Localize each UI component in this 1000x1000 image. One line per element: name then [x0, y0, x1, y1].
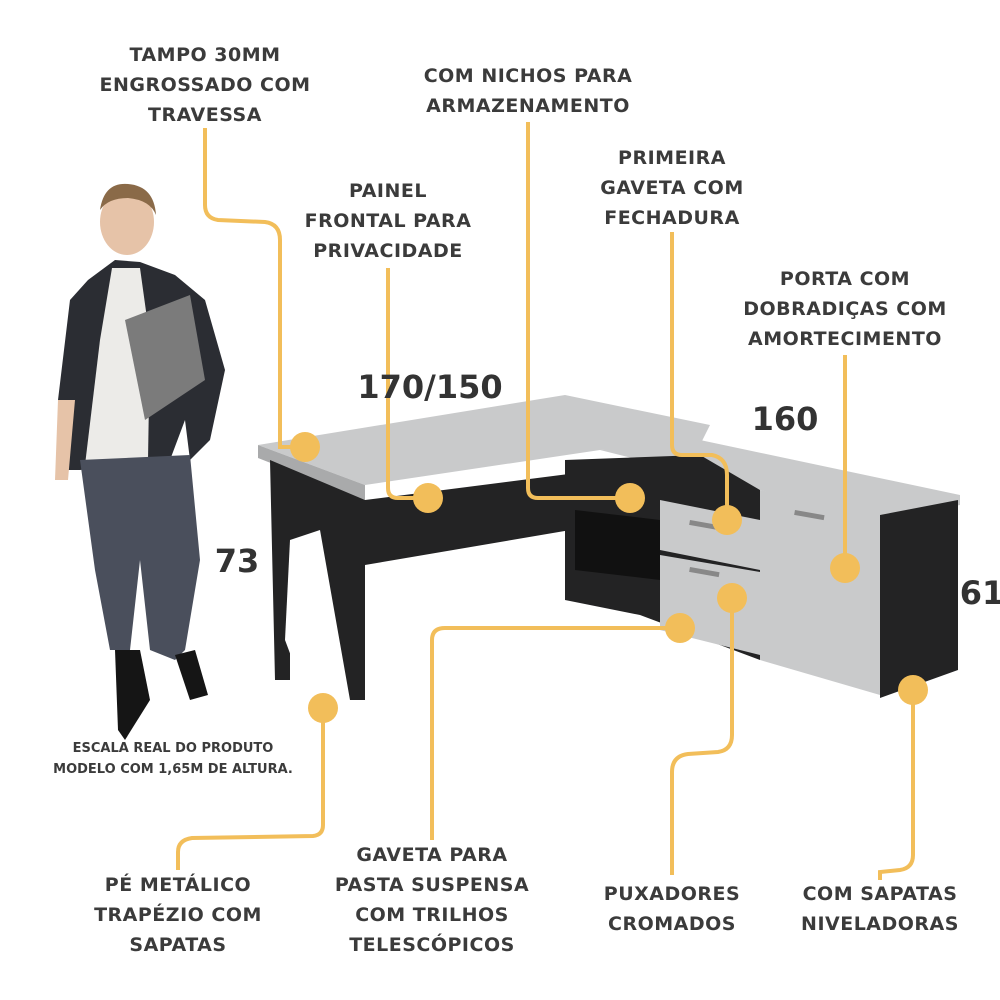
label-porta: PORTA COM DOBRADIÇAS COM AMORTECIMENTO — [743, 264, 947, 354]
dimension-height-cabinet: 61 — [959, 574, 1000, 612]
note-line: ESCALA REAL DO PRODUTO — [72, 741, 274, 756]
label-line: ARMAZENAMENTO — [426, 95, 630, 117]
dimension-height-desk: 73 — [214, 542, 260, 580]
label-gaveta-pasta: GAVETA PARA PASTA SUSPENSA COM TRILHOS T… — [335, 840, 529, 960]
label-line: PORTA COM — [779, 268, 911, 290]
label-tampo: TAMPO 30MM ENGROSSADO COM TRAVESSA — [99, 40, 310, 130]
label-line: COM SAPATAS — [802, 883, 958, 905]
label-line: COM TRILHOS — [355, 904, 509, 926]
label-sapatas: COM SAPATAS NIVELADORAS — [801, 879, 959, 939]
label-line: PASTA SUSPENSA — [334, 874, 530, 896]
label-line: PRIVACIDADE — [313, 240, 463, 262]
label-primeira-gaveta: PRIMEIRA GAVETA COM FECHADURA — [600, 143, 744, 233]
label-line: PRIMEIRA — [618, 147, 726, 169]
label-line: PUXADORES — [603, 883, 741, 905]
label-line: SAPATAS — [129, 934, 227, 956]
label-line: GAVETA PARA — [356, 844, 508, 866]
label-line: NIVELADORAS — [801, 913, 959, 935]
label-line: CROMADOS — [608, 913, 736, 935]
scale-note: ESCALA REAL DO PRODUTO MODELO COM 1,65M … — [53, 738, 293, 780]
label-line: ENGROSSADO COM — [99, 74, 311, 96]
label-line: TAMPO 30MM — [129, 44, 281, 66]
label-line: TRAVESSA — [148, 104, 262, 126]
label-line: PÉ METÁLICO — [104, 874, 252, 896]
note-line: MODELO COM 1,65M DE ALTURA. — [53, 762, 293, 777]
label-puxadores: PUXADORES CROMADOS — [604, 879, 740, 939]
label-line: COM NICHOS PARA — [423, 65, 633, 87]
dimension-width-main: 170/150 — [357, 368, 503, 406]
label-line: GAVETA COM — [600, 177, 744, 199]
label-nichos: COM NICHOS PARA ARMAZENAMENTO — [424, 61, 633, 121]
label-line: AMORTECIMENTO — [748, 328, 942, 350]
label-line: FRONTAL PARA — [304, 210, 472, 232]
label-line: DOBRADIÇAS COM — [743, 298, 947, 320]
label-line: TELESCÓPICOS — [349, 934, 515, 956]
model-person — [55, 183, 225, 740]
label-line: PAINEL — [349, 180, 427, 202]
label-painel: PAINEL FRONTAL PARA PRIVACIDADE — [305, 176, 472, 266]
label-pe-metalico: PÉ METÁLICO TRAPÉZIO COM SAPATAS — [94, 870, 262, 960]
dimension-width-side: 160 — [751, 400, 819, 438]
desk — [258, 395, 960, 700]
label-line: TRAPÉZIO COM — [94, 904, 262, 926]
label-line: FECHADURA — [604, 207, 740, 229]
marker-dots — [290, 432, 928, 723]
leader-lines — [176, 122, 915, 880]
